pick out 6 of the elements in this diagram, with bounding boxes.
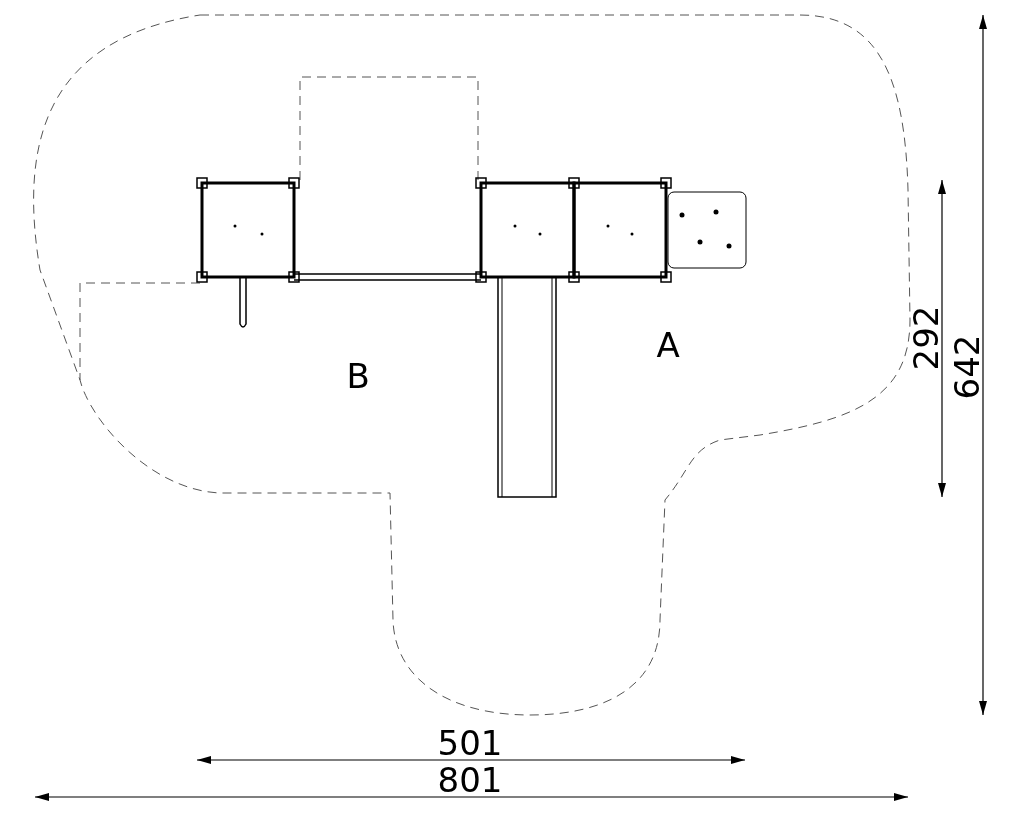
dimension-value: 501 [437, 726, 503, 760]
zone-label: B [346, 359, 370, 393]
dimension-value: 801 [437, 763, 503, 797]
dimension-value: 292 [908, 305, 943, 371]
zone-label: A [656, 328, 680, 362]
dimension-value: 642 [949, 334, 984, 400]
